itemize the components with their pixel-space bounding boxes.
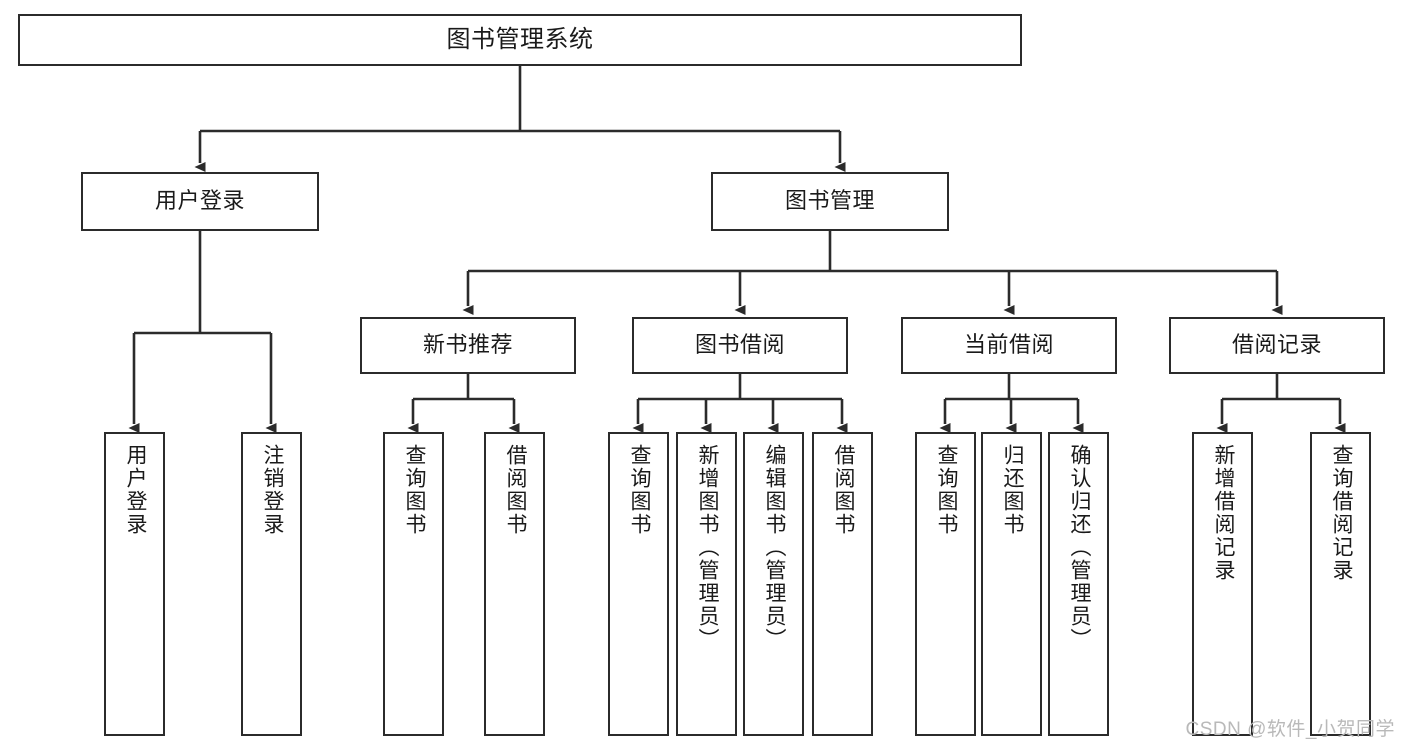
- node-leaf-add-book[interactable]: 新增图书（管理员）: [676, 432, 737, 736]
- node-leaf-return-book[interactable]: 归还图书: [981, 432, 1042, 736]
- node-current-borrow-label: 当前借阅: [963, 332, 1054, 358]
- node-borrow-record-label: 借阅记录: [1231, 332, 1322, 358]
- node-leaf-query-record-label: 查询借阅记录: [1329, 444, 1353, 582]
- node-new-book-recommend[interactable]: 新书推荐: [360, 317, 576, 374]
- node-leaf-add-book-label: 新增图书（管理员）: [695, 444, 719, 651]
- node-user-login[interactable]: 用户登录: [81, 172, 319, 231]
- node-leaf-user-logout-label: 注销登录: [260, 444, 284, 536]
- node-new-book-recommend-label: 新书推荐: [422, 332, 513, 358]
- node-leaf-add-record-label: 新增借阅记录: [1211, 444, 1235, 582]
- node-leaf-query-book-1-label: 查询图书: [402, 444, 426, 536]
- node-user-login-label: 用户登录: [154, 188, 245, 214]
- node-leaf-user-logout[interactable]: 注销登录: [241, 432, 302, 736]
- node-borrow-record[interactable]: 借阅记录: [1169, 317, 1385, 374]
- node-leaf-edit-book-label: 编辑图书（管理员）: [762, 444, 786, 651]
- node-book-borrow[interactable]: 图书借阅: [632, 317, 848, 374]
- node-leaf-query-book-3[interactable]: 查询图书: [915, 432, 976, 736]
- node-leaf-user-login[interactable]: 用户登录: [104, 432, 165, 736]
- node-leaf-query-book-2-label: 查询图书: [627, 444, 651, 536]
- node-leaf-return-book-label: 归还图书: [1000, 444, 1024, 536]
- node-leaf-borrow-book-2[interactable]: 借阅图书: [812, 432, 873, 736]
- node-book-management-label: 图书管理: [784, 188, 875, 214]
- node-leaf-add-record[interactable]: 新增借阅记录: [1192, 432, 1253, 736]
- node-leaf-edit-book[interactable]: 编辑图书（管理员）: [743, 432, 804, 736]
- node-leaf-borrow-book-1[interactable]: 借阅图书: [484, 432, 545, 736]
- node-leaf-query-book-3-label: 查询图书: [934, 444, 958, 536]
- node-leaf-query-record[interactable]: 查询借阅记录: [1310, 432, 1371, 736]
- watermark-text: CSDN @软件_小贺同学: [1185, 719, 1395, 740]
- node-root[interactable]: 图书管理系统: [18, 14, 1022, 66]
- node-leaf-query-book-1[interactable]: 查询图书: [383, 432, 444, 736]
- node-current-borrow[interactable]: 当前借阅: [901, 317, 1117, 374]
- node-root-label: 图书管理系统: [446, 25, 594, 53]
- node-leaf-borrow-book-1-label: 借阅图书: [503, 444, 527, 536]
- node-book-management[interactable]: 图书管理: [711, 172, 949, 231]
- node-leaf-user-login-label: 用户登录: [123, 444, 147, 536]
- node-leaf-confirm-return[interactable]: 确认归还（管理员）: [1048, 432, 1109, 736]
- node-leaf-confirm-return-label: 确认归还（管理员）: [1067, 444, 1091, 651]
- node-book-borrow-label: 图书借阅: [694, 332, 785, 358]
- node-leaf-query-book-2[interactable]: 查询图书: [608, 432, 669, 736]
- node-leaf-borrow-book-2-label: 借阅图书: [831, 444, 855, 536]
